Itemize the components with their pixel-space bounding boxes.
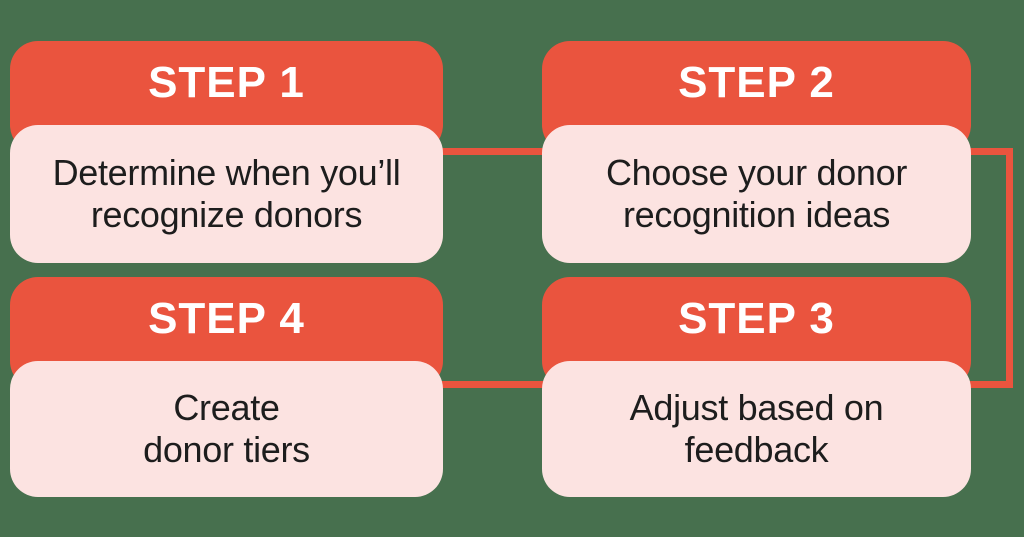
step-3-body: Adjust based on feedback xyxy=(542,361,971,497)
step-1-description-line-2: recognize donors xyxy=(90,194,363,235)
step-2-body: Choose your donor recognition ideas xyxy=(542,125,971,263)
connector-step3-step4 xyxy=(438,381,548,388)
step-3-card: STEP 3 Adjust based on feedback xyxy=(542,277,971,497)
step-2-card: STEP 2 Choose your donor recognition ide… xyxy=(542,41,971,263)
step-1-title: STEP 1 xyxy=(148,58,305,107)
step-1-description-line-1: Determine when you’ll xyxy=(52,152,401,193)
step-4-title: STEP 4 xyxy=(148,294,305,343)
connector-step1-step2 xyxy=(438,148,548,155)
step-3-title: STEP 3 xyxy=(678,294,835,343)
step-4-body: Create donor tiers xyxy=(10,361,443,497)
step-3-description-line-1: Adjust based on xyxy=(629,387,884,428)
step-4-description-line-1: Create xyxy=(173,387,280,428)
connector-step2-step3 xyxy=(965,148,1013,388)
step-4-card: STEP 4 Create donor tiers xyxy=(10,277,443,497)
step-4-description-line-2: donor tiers xyxy=(143,429,310,470)
step-1-body: Determine when you’ll recognize donors xyxy=(10,125,443,263)
step-3-description-line-2: feedback xyxy=(684,429,829,470)
step-1-card: STEP 1 Determine when you’ll recognize d… xyxy=(10,41,443,263)
step-2-title: STEP 2 xyxy=(678,58,835,107)
step-2-description-line-2: recognition ideas xyxy=(622,194,891,235)
step-2-description-line-1: Choose your donor xyxy=(605,152,908,193)
